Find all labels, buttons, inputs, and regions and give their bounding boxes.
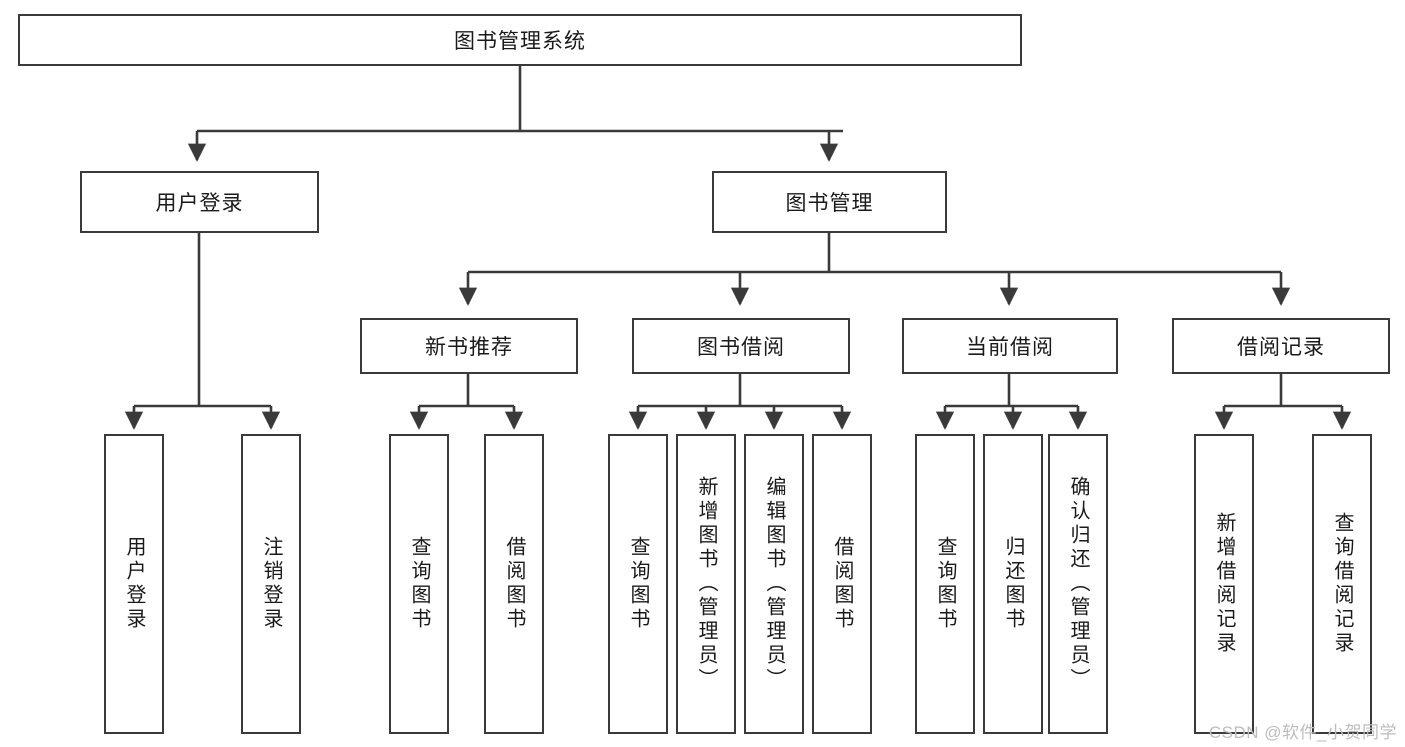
- node-borrow-record[interactable]: 借阅记录: [1172, 318, 1390, 374]
- leaf-new-book-query[interactable]: 查询图书: [389, 434, 449, 734]
- node-label: 查询图书: [934, 536, 956, 632]
- node-label: 查询图书: [627, 536, 649, 632]
- leaf-current-return-book[interactable]: 归还图书: [983, 434, 1043, 734]
- node-label: 图书管理系统: [454, 30, 586, 53]
- node-label: 查询借阅记录: [1331, 512, 1353, 656]
- node-label: 注销登录: [260, 536, 282, 632]
- leaf-user-login-logout[interactable]: 注销登录: [241, 434, 301, 734]
- node-label: 用户登录: [123, 536, 145, 632]
- node-label: 归还图书: [1002, 536, 1024, 632]
- node-label: 查询图书: [408, 536, 430, 632]
- leaf-current-query-book[interactable]: 查询图书: [915, 434, 975, 734]
- node-new-book-recommend[interactable]: 新书推荐: [360, 318, 578, 374]
- node-label: 借阅图书: [503, 536, 525, 632]
- node-book-management[interactable]: 图书管理: [712, 171, 947, 233]
- node-label: 图书借阅: [697, 336, 785, 359]
- leaf-record-add[interactable]: 新增借阅记录: [1194, 434, 1254, 734]
- node-label: 新增图书（管理员）: [695, 476, 717, 692]
- node-current-borrow[interactable]: 当前借阅: [902, 318, 1118, 374]
- leaf-user-login-login[interactable]: 用户登录: [104, 434, 164, 734]
- node-root-system[interactable]: 图书管理系统: [18, 14, 1022, 66]
- node-label: 用户登录: [155, 192, 244, 215]
- node-label: 编辑图书（管理员）: [763, 476, 785, 692]
- node-user-login[interactable]: 用户登录: [80, 171, 319, 233]
- leaf-record-query[interactable]: 查询借阅记录: [1312, 434, 1372, 734]
- leaf-borrow-add-book[interactable]: 新增图书（管理员）: [676, 434, 736, 734]
- node-label: 新书推荐: [425, 336, 513, 359]
- node-label: 确认归还（管理员）: [1067, 476, 1089, 692]
- leaf-borrow-query-book[interactable]: 查询图书: [608, 434, 668, 734]
- node-label: 图书管理: [785, 192, 874, 215]
- node-label: 新增借阅记录: [1213, 512, 1235, 656]
- leaf-borrow-edit-book[interactable]: 编辑图书（管理员）: [744, 434, 804, 734]
- leaf-new-book-borrow[interactable]: 借阅图书: [484, 434, 544, 734]
- watermark: CSDN @软件_小贺同学: [1208, 723, 1397, 742]
- node-book-borrow[interactable]: 图书借阅: [632, 318, 850, 374]
- leaf-current-confirm-return[interactable]: 确认归还（管理员）: [1048, 434, 1108, 734]
- leaf-borrow-borrow-book[interactable]: 借阅图书: [812, 434, 872, 734]
- node-label: 当前借阅: [966, 336, 1054, 359]
- node-label: 借阅图书: [831, 536, 853, 632]
- node-label: 借阅记录: [1237, 336, 1325, 359]
